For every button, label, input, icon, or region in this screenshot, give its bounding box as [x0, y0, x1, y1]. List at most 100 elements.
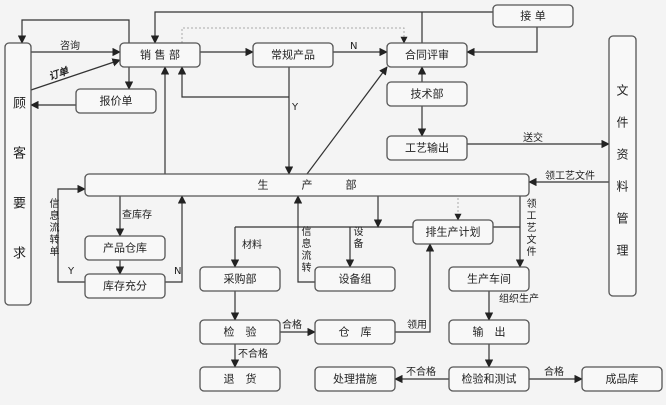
- connector-arrow: [17, 19, 130, 44]
- node-customer-label: 顾客要求: [10, 96, 25, 296]
- edge-label-check-stock: 查库存: [122, 208, 152, 221]
- connector-arrow: [57, 184, 86, 283]
- node-label: 库存充分: [103, 279, 147, 293]
- node-doc-management: [608, 35, 637, 297]
- connector-arrow: [177, 66, 289, 98]
- node-box: [199, 266, 281, 292]
- edge-label-y-production: Y: [291, 102, 299, 113]
- node-label: 生产车间: [467, 272, 511, 286]
- connector-arrow: [150, 11, 493, 44]
- node-box: [314, 319, 396, 345]
- node-box: [386, 81, 468, 107]
- edge-label-unqualified-2: 不合格: [406, 365, 436, 378]
- node-label: 产品仓库: [103, 241, 147, 255]
- node-stock-sufficient: 库存充分: [84, 273, 166, 299]
- node-label: 接 单: [520, 10, 546, 23]
- node-inspection-test: 检验和测试: [448, 366, 530, 392]
- node-box: [84, 235, 166, 261]
- node-output: 输 出: [448, 319, 530, 345]
- node-label: 设备组: [339, 272, 372, 286]
- node-label: 合同评审: [405, 48, 449, 62]
- node-box: [492, 4, 574, 28]
- node-box: [386, 135, 468, 161]
- edge-label-info-flow: 信息流转: [299, 226, 310, 274]
- node-box: [314, 366, 396, 392]
- node-warehouse: 仓 库: [314, 319, 396, 345]
- node-box: [448, 266, 530, 292]
- node-product-warehouse: 产品仓库: [84, 235, 166, 261]
- node-tech-dept: 技术部: [386, 81, 468, 107]
- edge-label-get-process-docs: 领工艺文件: [545, 169, 595, 182]
- node-doc-management-label: 文件资料管理: [615, 84, 629, 276]
- connector-arrow: [30, 58, 121, 91]
- edge-label-requisition: 领用: [407, 318, 427, 331]
- edge-label-info-flow-sheet: 信息流转单: [47, 198, 58, 258]
- node-label: 销 售 部: [140, 48, 180, 62]
- node-box: [386, 42, 468, 68]
- node-sales: 销 售 部: [119, 42, 201, 68]
- node-box: [199, 319, 281, 345]
- node-box: [314, 266, 396, 292]
- connector-arrow: [165, 195, 187, 283]
- node-label: 仓 库: [339, 325, 372, 339]
- node-box: [581, 366, 663, 392]
- node-box: [119, 42, 201, 68]
- node-box: [448, 366, 530, 392]
- node-box: [75, 88, 157, 114]
- node-label: 工艺输出: [405, 141, 449, 155]
- edge-label-consult: 咨询: [60, 39, 80, 52]
- node-return-goods: 退 货: [199, 366, 281, 392]
- node-label: 检 验: [224, 325, 257, 339]
- node-box: [608, 35, 637, 297]
- node-box: [252, 42, 334, 68]
- edge-label-n-stock: N: [174, 266, 181, 277]
- node-workshop: 生产车间: [448, 266, 530, 292]
- node-regular-product: 常规产品: [252, 42, 334, 68]
- connector-arrow: [293, 195, 315, 283]
- edge-label-organize-production: 组织生产: [499, 292, 539, 305]
- node-label: 常规产品: [271, 48, 315, 62]
- node-box: [84, 273, 166, 299]
- edge-label-y-stock: Y: [67, 266, 75, 277]
- node-label: 技术部: [411, 87, 444, 101]
- connector-arrow: [466, 27, 538, 57]
- node-receive-order: 接 单: [492, 4, 574, 28]
- node-box: [199, 366, 281, 392]
- node-production-plan: 排生产计划: [412, 219, 494, 245]
- node-equipment-group: 设备组: [314, 266, 396, 292]
- node-label: 检验和测试: [462, 372, 517, 386]
- connector-arrow: [306, 66, 388, 175]
- node-box: [448, 319, 530, 345]
- node-finished-goods: 成品库: [581, 366, 663, 392]
- node-handling-measures: 处理措施: [314, 366, 396, 392]
- node-inspection: 检 验: [199, 319, 281, 345]
- edge-label-qualified-2: 合格: [544, 365, 564, 378]
- node-label: 输 出: [473, 325, 506, 339]
- node-contract-review: 合同评审: [386, 42, 468, 68]
- edge-label-equipment: 设备: [351, 226, 362, 250]
- node-purchasing: 采购部: [199, 266, 281, 292]
- edge-label-get-process-docs-v: 领工艺文件: [524, 198, 535, 258]
- node-label: 采购部: [224, 272, 257, 286]
- node-label: 排生产计划: [426, 225, 481, 239]
- edge-label-unqualified-1: 不合格: [238, 347, 268, 360]
- edge-label-n-contract: N: [350, 41, 357, 52]
- node-label: 退 货: [224, 372, 257, 386]
- node-box: [412, 219, 494, 245]
- connector-arrow: [395, 243, 435, 333]
- node-customer: [4, 42, 32, 306]
- node-label: 成品库: [606, 373, 639, 386]
- edge-label-material: 材料: [242, 238, 262, 251]
- edge-label-order: 订单: [47, 65, 71, 83]
- node-box: [4, 42, 32, 306]
- node-quotation: 报价单: [75, 88, 157, 114]
- edge-label-qualified-1: 合格: [282, 318, 302, 331]
- node-label: 报价单: [100, 94, 133, 108]
- edge-label-submit: 送交: [523, 131, 543, 144]
- node-process-output: 工艺输出: [386, 135, 468, 161]
- dotted-connector: [181, 27, 408, 44]
- node-production-dept: 生 产 部: [84, 173, 530, 197]
- node-box: [84, 173, 530, 197]
